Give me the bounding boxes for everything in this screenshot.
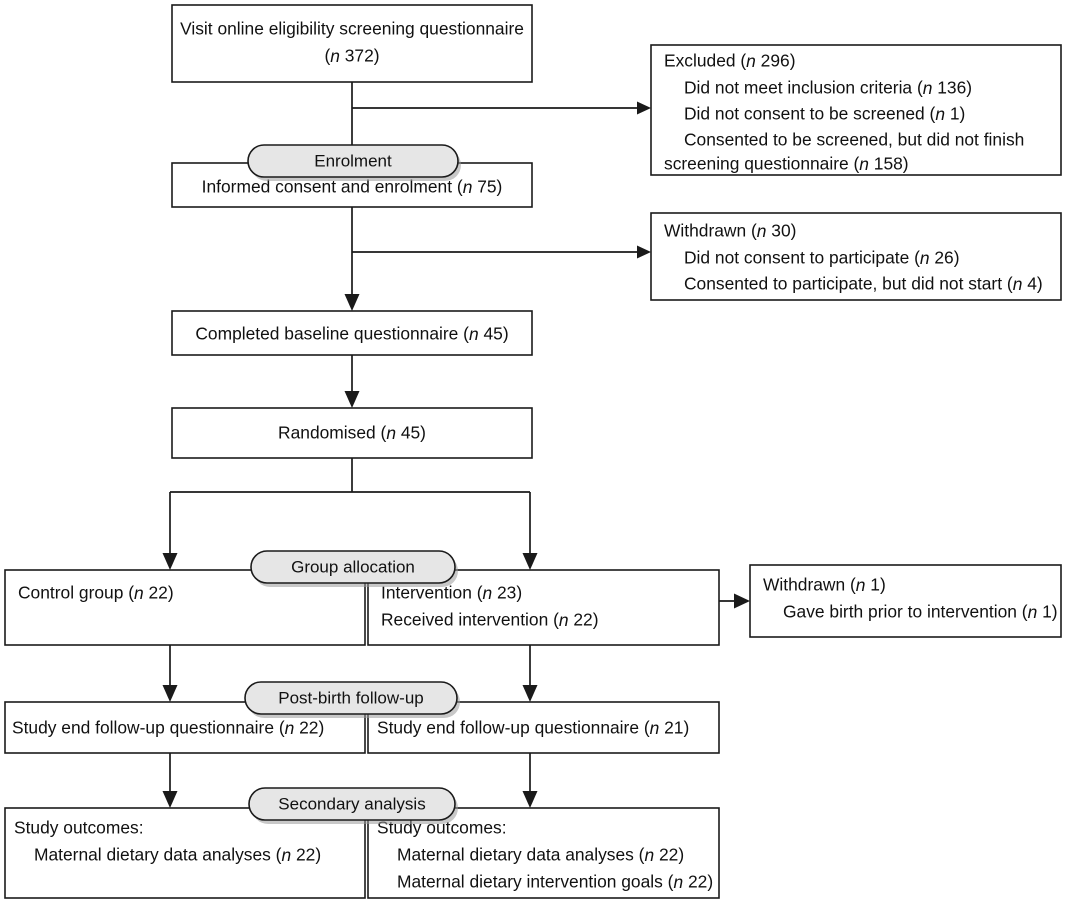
arrowhead-to-randomised: [344, 391, 360, 408]
box-baseline-rect: [171, 310, 533, 356]
box-withdrawn-intervention-rect: [749, 564, 1062, 638]
box-consent-line-0: Informed consent and enrolment (n 75): [202, 177, 503, 197]
arrowhead-to-intervention-group: [522, 553, 538, 570]
stage-pill-group-allocation-label: Group allocation: [291, 557, 415, 576]
arrowhead-to-baseline: [344, 294, 360, 311]
box-screening-rect: [171, 4, 533, 83]
box-baseline: Completed baseline questionnaire (n 45): [171, 310, 533, 356]
box-withdrawn-enrolment-line-1: Did not consent to participate (n 26): [684, 248, 960, 268]
box-excluded-line-4: screening questionnaire (n 158): [664, 154, 909, 174]
box-withdrawn-enrolment: Withdrawn (n 30) Did not consent to part…: [650, 212, 1062, 301]
stage-pill-enrolment: Enrolment: [247, 144, 461, 181]
stage-pill-secondary-analysis: Secondary analysis: [248, 787, 458, 824]
box-randomised: Randomised (n 45): [171, 407, 533, 459]
box-excluded-line-3: Consented to be screened, but did not fi…: [684, 130, 1024, 150]
stage-pill-enrolment-label: Enrolment: [314, 151, 392, 170]
box-intervention-group-line-0: Intervention (n 23): [381, 583, 522, 603]
box-withdrawn-intervention-line-1: Gave birth prior to intervention (n 1): [783, 602, 1058, 622]
stage-pill-post-birth-follow-up: Post-birth follow-up: [244, 681, 460, 718]
box-excluded-line-0: Excluded (n 296): [664, 51, 795, 71]
box-withdrawn-intervention-line-0: Withdrawn (n 1): [763, 575, 886, 595]
box-intervention-group-line-1: Received intervention (n 22): [381, 610, 599, 630]
box-randomised-line-0: Randomised (n 45): [278, 423, 426, 443]
box-randomised-rect: [171, 407, 533, 459]
arrowhead-to-followup-intervention: [522, 685, 538, 702]
box-followup-control-line-0: Study end follow-up questionnaire (n 22): [12, 718, 324, 738]
arrowhead-to-withdrawn-intervention: [734, 593, 750, 609]
connector-layer: [162, 82, 750, 808]
stage-pill-post-birth-follow-up-rect: [244, 681, 458, 715]
box-outcomes-control-line-1: Maternal dietary data analyses (n 22): [34, 845, 321, 865]
box-followup-intervention-line-0: Study end follow-up questionnaire (n 21): [377, 718, 689, 738]
box-outcomes-intervention-line-1: Maternal dietary data analyses (n 22): [397, 845, 684, 865]
box-outcomes-control-line-0: Study outcomes:: [14, 818, 144, 838]
arrowhead-to-control-group: [162, 553, 178, 570]
stage-pill-group-allocation: Group allocation: [250, 550, 458, 587]
box-screening: Visit online eligibility screening quest…: [171, 4, 533, 83]
arrowhead-to-outcomes-intervention: [522, 791, 538, 808]
arrowhead-to-outcomes-control: [162, 791, 178, 808]
stage-pill-group-allocation-rect: [250, 550, 456, 584]
box-control-group-line-0: Control group (n 22): [18, 583, 174, 603]
box-excluded: Excluded (n 296) Did not meet inclusion …: [650, 44, 1062, 176]
stage-pill-post-birth-follow-up-label: Post-birth follow-up: [278, 688, 424, 707]
arrowhead-to-followup-control: [162, 685, 178, 702]
stage-pill-secondary-analysis-label: Secondary analysis: [278, 794, 425, 813]
box-screening-line-0: Visit online eligibility screening quest…: [180, 19, 524, 39]
box-followup-control: Study end follow-up questionnaire (n 22): [4, 701, 366, 754]
box-withdrawn-enrolment-line-0: Withdrawn (n 30): [664, 221, 796, 241]
box-screening-line-1: (n 372): [324, 46, 379, 66]
box-excluded-line-1: Did not meet inclusion criteria (n 136): [684, 78, 972, 98]
box-excluded-line-2: Did not consent to be screened (n 1): [684, 104, 965, 124]
box-excluded-rect: [650, 44, 1062, 176]
box-withdrawn-enrolment-line-2: Consented to participate, but did not st…: [684, 274, 1043, 294]
arrowhead-to-excluded: [637, 101, 651, 115]
stage-pill-enrolment-rect: [247, 144, 459, 178]
box-baseline-line-0: Completed baseline questionnaire (n 45): [195, 324, 508, 344]
arrowhead-to-withdrawn-enrolment: [637, 245, 651, 259]
stage-pill-secondary-analysis-rect: [248, 787, 456, 821]
box-withdrawn-enrolment-rect: [650, 212, 1062, 301]
box-outcomes-intervention-line-2: Maternal dietary intervention goals (n 2…: [397, 872, 713, 892]
box-withdrawn-intervention: Withdrawn (n 1) Gave birth prior to inte…: [749, 564, 1062, 638]
